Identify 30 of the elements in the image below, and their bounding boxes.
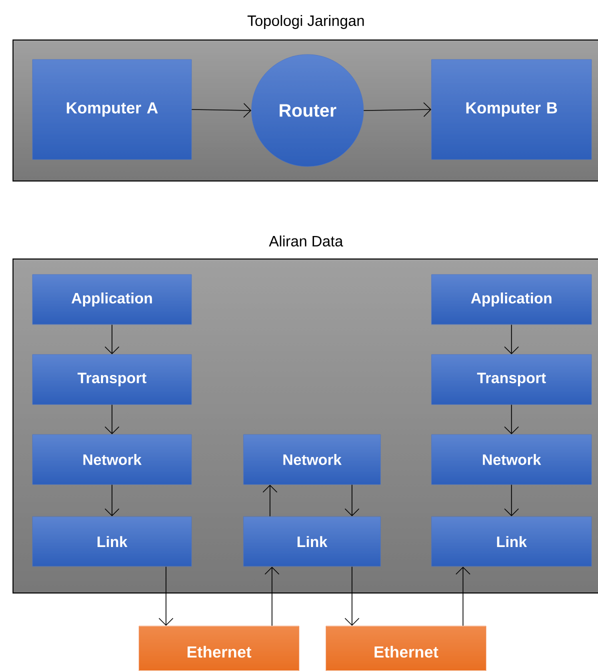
process-box: Application bbox=[32, 274, 192, 325]
arrow bbox=[104, 324, 120, 354]
arrow bbox=[262, 484, 278, 517]
process-box: Network bbox=[32, 434, 192, 485]
arrow bbox=[344, 566, 360, 626]
process-box: Transport bbox=[431, 354, 592, 405]
process-box: Komputer B bbox=[431, 59, 592, 160]
arrow bbox=[191, 102, 252, 118]
arrow bbox=[264, 566, 280, 626]
process-box: Link bbox=[32, 516, 192, 567]
ethernet-box: Ethernet bbox=[138, 626, 300, 671]
ethernet-box: Ethernet bbox=[326, 626, 486, 671]
arrow bbox=[344, 484, 360, 516]
arrow bbox=[104, 484, 120, 516]
process-box: Network bbox=[431, 434, 592, 485]
process-box: Komputer A bbox=[32, 59, 192, 160]
process-box: Link bbox=[431, 516, 592, 567]
arrow bbox=[504, 404, 519, 434]
process-box: Application bbox=[431, 274, 592, 325]
arrow bbox=[504, 324, 519, 354]
arrow bbox=[104, 404, 120, 434]
arrow bbox=[456, 566, 470, 626]
node-label: Topologi Jaringan bbox=[248, 15, 364, 29]
arrow bbox=[158, 566, 174, 626]
process-box: Link bbox=[243, 516, 381, 567]
arrow bbox=[363, 102, 432, 118]
arrow bbox=[504, 484, 519, 516]
node-label: Aliran Data bbox=[268, 235, 344, 247]
process-box: Network bbox=[243, 434, 381, 485]
process-box: Transport bbox=[32, 354, 192, 405]
